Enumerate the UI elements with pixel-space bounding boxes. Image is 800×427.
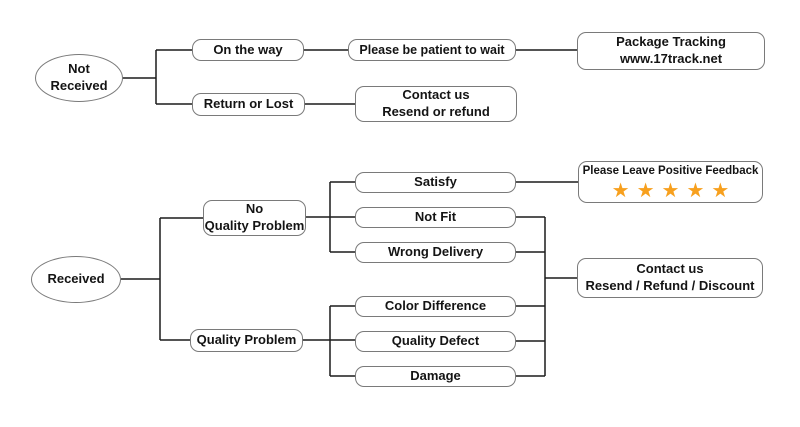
node-on-the-way: On the way	[192, 39, 304, 61]
node-received-label: Received	[47, 271, 105, 287]
node-package-tracking-label-line1: Package Tracking	[616, 34, 726, 50]
node-received: Received	[31, 256, 121, 303]
node-not-fit: Not Fit	[355, 207, 516, 228]
node-no-quality-problem-line1: No	[245, 201, 264, 217]
node-no-quality-problem-line2: Quality Problem	[204, 218, 305, 233]
node-return-or-lost-label: Return or Lost	[203, 96, 294, 112]
node-quality-defect: Quality Defect	[355, 331, 516, 352]
node-not-received-label-line2: Received	[50, 78, 108, 93]
node-contact-resend-refund: Contact us Resend or refund	[355, 86, 517, 122]
node-contact-resend-refund-line1: Contact us	[402, 87, 470, 103]
node-contact-resend-refund-line2: Resend or refund	[382, 104, 490, 119]
node-contact-discount-line1: Contact us	[636, 261, 704, 277]
node-quality-defect-label: Quality Defect	[391, 333, 480, 349]
node-positive-feedback-label: Please Leave Positive Feedback	[582, 164, 759, 177]
node-return-or-lost: Return or Lost	[192, 93, 305, 116]
five-star-rating-icon: ★★★★★	[611, 178, 737, 203]
node-damage: Damage	[355, 366, 516, 387]
node-not-fit-label: Not Fit	[414, 209, 457, 225]
node-not-received: Not Received	[35, 54, 123, 102]
node-color-difference: Color Difference	[355, 296, 516, 317]
node-positive-feedback: Please Leave Positive Feedback ★★★★★	[578, 161, 763, 203]
node-on-the-way-label: On the way	[213, 41, 283, 57]
node-wrong-delivery-label: Wrong Delivery	[387, 244, 484, 260]
node-not-received-label-line1: Not	[68, 61, 90, 77]
node-quality-problem: Quality Problem	[190, 329, 303, 352]
node-be-patient-label: Please be patient to wait	[359, 42, 505, 57]
node-package-tracking: Package Tracking www.17track.net	[577, 32, 765, 70]
node-be-patient: Please be patient to wait	[348, 39, 516, 61]
node-satisfy-label: Satisfy	[414, 174, 457, 190]
node-damage-label: Damage	[410, 368, 461, 384]
node-wrong-delivery: Wrong Delivery	[355, 242, 516, 263]
node-quality-problem-label: Quality Problem	[196, 332, 297, 348]
node-no-quality-problem: No Quality Problem	[203, 200, 306, 236]
node-contact-discount-line2: Resend / Refund / Discount	[585, 278, 755, 293]
node-color-difference-label: Color Difference	[384, 298, 487, 314]
node-package-tracking-label-line2: www.17track.net	[619, 51, 723, 66]
node-satisfy: Satisfy	[355, 172, 516, 193]
node-contact-resend-refund-discount: Contact us Resend / Refund / Discount	[577, 258, 763, 298]
